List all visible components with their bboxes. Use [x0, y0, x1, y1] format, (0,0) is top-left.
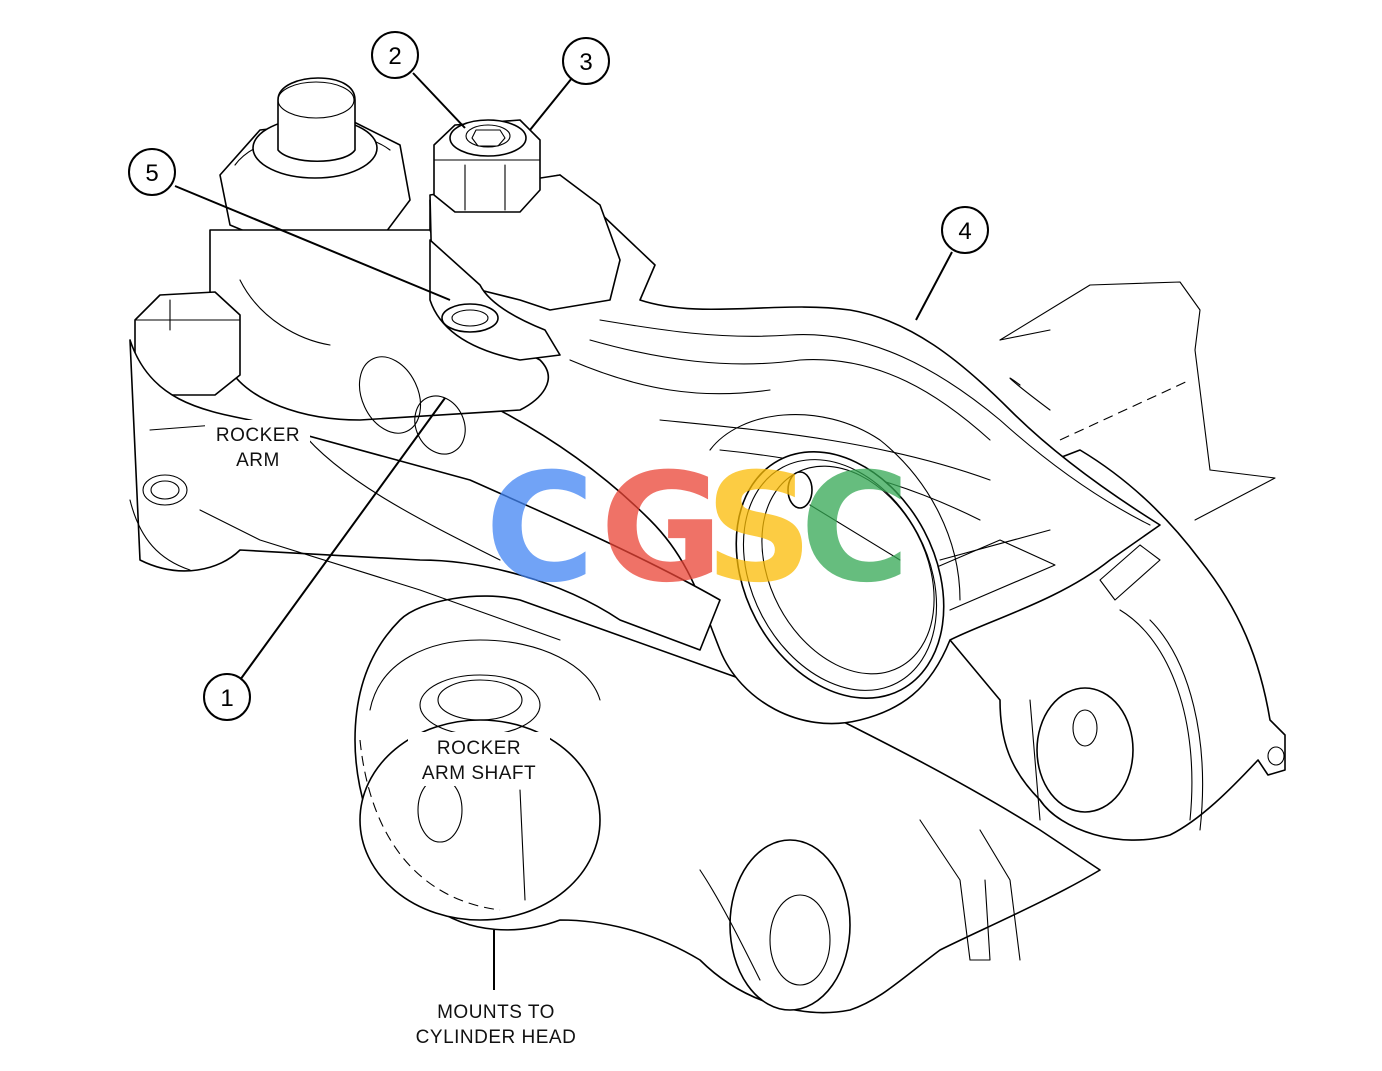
- watermark: C G S C: [485, 442, 910, 616]
- label-mounts-line2: CYLINDER HEAD: [416, 1027, 577, 1048]
- adjusting-screw-stack: [429, 119, 621, 361]
- label-rocker-arm-shaft-line2: ARM SHAFT: [422, 763, 536, 784]
- callout-3: 3: [562, 37, 610, 85]
- label-rocker-arm: ROCKER ARM: [205, 420, 310, 472]
- label-mounts-to-cylinder-head: MOUNTS TO CYLINDER HEAD: [416, 1002, 577, 1048]
- callout-4-label: 4: [958, 218, 971, 245]
- callout-5-label: 5: [145, 160, 158, 187]
- label-rocker-arm-line2: ARM: [236, 450, 280, 471]
- watermark-letter-2: G: [600, 442, 723, 616]
- callout-2: 2: [371, 31, 419, 79]
- left-rocker-arm: [129, 77, 721, 651]
- callout-3-label: 3: [579, 49, 592, 76]
- cylinder-head-block: [999, 281, 1276, 521]
- watermark-letter-4: C: [800, 442, 910, 616]
- label-rocker-arm-shaft-line1: ROCKER: [437, 738, 521, 759]
- callout-1: 1: [203, 673, 251, 721]
- callout-5: 5: [128, 148, 176, 196]
- leader-lines: [174, 72, 953, 990]
- callout-2-label: 2: [388, 43, 401, 70]
- callout-4: 4: [941, 206, 989, 254]
- watermark-letter-3: S: [705, 442, 813, 616]
- callout-1-label: 1: [220, 685, 233, 712]
- label-rocker-arm-shaft: ROCKER ARM SHAFT: [408, 732, 550, 786]
- watermark-letter-1: C: [485, 442, 595, 616]
- main-rocker-arm: [429, 174, 1161, 725]
- label-mounts-line1: MOUNTS TO: [437, 1002, 555, 1023]
- rocker-bracket: [354, 595, 1101, 1014]
- label-rocker-arm-line1: ROCKER: [216, 425, 300, 446]
